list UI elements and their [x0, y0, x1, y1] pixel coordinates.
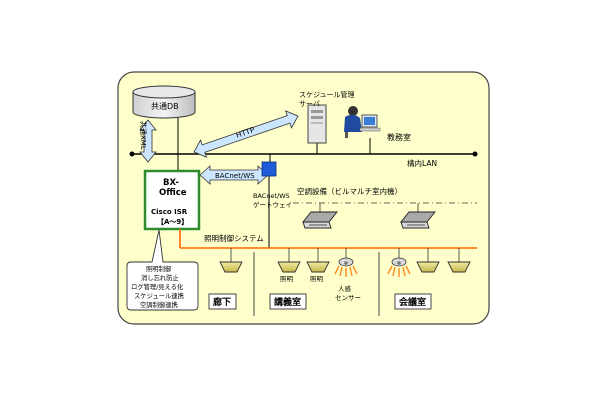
gateway-label-2: ゲートウェイ	[253, 200, 292, 209]
sensor-label-2: センサー	[335, 294, 361, 302]
room-corridor-box	[208, 293, 237, 310]
callout-line-1: 照明制御	[146, 264, 171, 273]
lan-end-right	[472, 151, 478, 157]
room-meeting-label: 会議室	[399, 296, 426, 308]
callout-line-3: ログ管理/見える化	[131, 282, 184, 291]
sensor-label-1: 人感	[338, 284, 352, 293]
lamp-meeting-2-icon	[447, 261, 471, 273]
light-label-b: 照明	[310, 275, 324, 283]
room-meeting-box	[394, 293, 432, 310]
db-label: 共通DB	[151, 101, 179, 111]
db-cylinder	[132, 85, 196, 119]
gateway-cube	[261, 161, 277, 177]
light-label-a: 照明	[280, 275, 294, 283]
callout-line-2: 消し忘れ防止	[141, 273, 179, 282]
bx-office-line3: Cisco ISR	[151, 208, 188, 216]
http-arrow	[193, 110, 299, 158]
xml-arrow	[139, 119, 157, 163]
callout-balloon	[126, 229, 199, 311]
lighting-label: 照明制御システム	[204, 233, 264, 243]
bx-office-box	[143, 169, 201, 231]
lamp-lecture-2-icon	[306, 261, 330, 273]
server-label-2: サーバ	[299, 100, 320, 108]
lamp-meeting-1-icon	[416, 261, 440, 273]
hvac-unit-2-icon	[400, 211, 436, 229]
lan-end-left	[129, 151, 135, 157]
callout-line-5: 空調制御連携	[140, 300, 178, 309]
room-lecture-box	[269, 293, 307, 310]
motion-sensor-1-icon	[334, 257, 358, 277]
lamp-lecture-1-icon	[277, 261, 301, 273]
bacnet-ws-label: BACnet/WS	[215, 172, 255, 180]
bx-office-line2: Office	[159, 188, 187, 198]
room-corridor-label: 廊下	[213, 296, 231, 308]
person-computer-icon	[344, 106, 381, 138]
lamp-drops	[230, 248, 460, 262]
gateway-label-1: BACnet/WS	[253, 192, 290, 200]
server-label-1: スケジュール管理	[299, 90, 355, 99]
staff-room-label: 教務室	[387, 132, 411, 142]
bx-office-line4: 【A～9】	[157, 218, 188, 226]
room-lecture-label: 講義室	[274, 296, 301, 308]
lamp-corridor-icon	[219, 261, 243, 273]
hvac-unit-1-icon	[302, 211, 338, 229]
hvac-label: 空調設備（ビルマルチ室内機）	[297, 186, 402, 196]
xml-label: 共通XML	[139, 121, 148, 150]
bx-office-line1: BX-	[163, 178, 179, 188]
callout-line-4: スケジュール連携	[134, 291, 184, 300]
lan-label: 構内LAN	[407, 158, 437, 168]
motion-sensor-2-icon	[387, 257, 411, 277]
server-icon	[307, 104, 327, 144]
